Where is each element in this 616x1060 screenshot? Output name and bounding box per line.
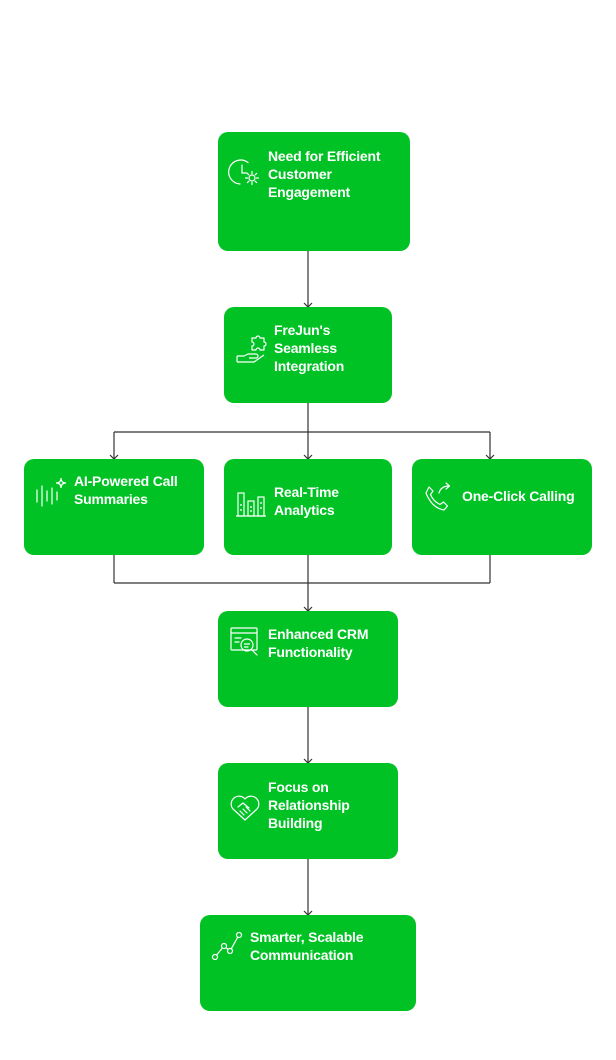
node-one-click-calling: One-Click Calling (412, 459, 592, 555)
node-label: AI-Powered Call Summaries (74, 473, 178, 507)
clock-gear-icon (228, 156, 262, 190)
node-label: Real-Time Analytics (274, 484, 339, 518)
node-enhanced-crm: Enhanced CRM Functionality (218, 611, 398, 707)
node-frejun-integration: FreJun's Seamless Integration (224, 307, 392, 403)
node-label: Enhanced CRM Functionality (268, 626, 369, 660)
phone-arrow-icon (422, 481, 456, 515)
node-real-time-analytics: Real-Time Analytics (224, 459, 392, 555)
node-ai-call-summaries: AI-Powered Call Summaries (24, 459, 204, 555)
node-scalable-communication: Smarter, Scalable Communication (200, 915, 416, 1011)
node-label: FreJun's Seamless Integration (274, 322, 345, 374)
bar-chart-icon (234, 485, 268, 519)
node-relationship-building: Focus on Relationship Building (218, 763, 398, 859)
sparkle-waveform-icon (34, 476, 68, 510)
handshake-heart-icon (228, 791, 262, 825)
growth-line-icon (210, 929, 244, 963)
node-need-efficient-engagement: Need for Efficient Customer Engagement (218, 132, 410, 251)
node-label: Need for Efficient Customer Engagement (268, 148, 381, 200)
crm-search-icon (228, 625, 262, 659)
node-label: Focus on Relationship Building (268, 779, 350, 831)
node-label: One-Click Calling (462, 488, 575, 504)
puzzle-hand-icon (234, 333, 268, 367)
node-label: Smarter, Scalable Communication (250, 929, 364, 963)
